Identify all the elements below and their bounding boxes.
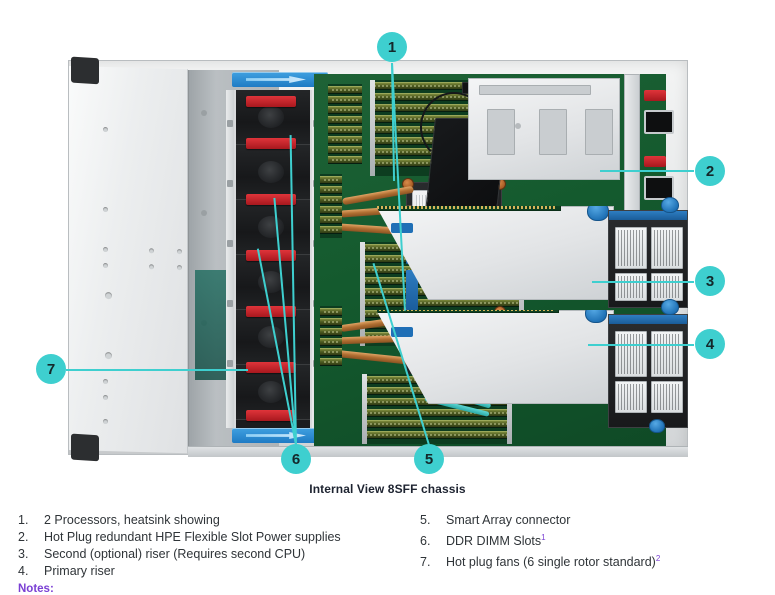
fan-latch[interactable]	[246, 194, 296, 205]
psu-thumbscrew[interactable]	[649, 419, 665, 433]
chassis-corner-block-bottom	[71, 433, 99, 462]
legend-item-number: 4.	[18, 564, 29, 578]
rear-cage-panel	[468, 78, 620, 180]
callout-marker-7[interactable]: 7	[36, 354, 66, 384]
legend-item-text: Hot Plug redundant HPE Flexible Slot Pow…	[44, 530, 341, 544]
psu-thumbscrew[interactable]	[661, 299, 679, 315]
heatpipe	[341, 185, 415, 206]
rear-io-port[interactable]	[644, 176, 674, 200]
callout-marker-5[interactable]: 5	[414, 444, 444, 474]
legend-item: 4. Primary riser	[18, 563, 418, 580]
callout-marker-1[interactable]: 1	[377, 32, 407, 62]
callout-marker-3[interactable]: 3	[695, 266, 725, 296]
fan-latch[interactable]	[246, 96, 296, 107]
callout-marker-6[interactable]: 6	[281, 444, 311, 474]
psu-release-handle[interactable]	[644, 90, 666, 101]
leader-line-4	[588, 344, 694, 346]
legend-item-number: 1.	[18, 513, 29, 527]
callout-marker-4[interactable]: 4	[695, 329, 725, 359]
legend-item-text: Smart Array connector	[446, 513, 571, 527]
dimm-bank	[320, 174, 342, 238]
power-supply-bay[interactable]	[608, 197, 688, 308]
notes-label: Notes:	[18, 583, 54, 595]
legend-item: 1. 2 Processors, heatsink showing	[18, 512, 418, 529]
leader-line-3	[592, 281, 694, 283]
rear-io-port[interactable]	[644, 110, 674, 134]
figure-caption: Internal View 8SFF chassis	[309, 482, 466, 496]
leader-line-7	[66, 369, 248, 371]
legend-item-number: 2.	[18, 530, 29, 544]
legend-item-text: Primary riser	[44, 564, 115, 578]
handle-arrow-icon	[246, 432, 306, 439]
fan-module[interactable]	[236, 255, 310, 310]
riser-thumbscrew[interactable]	[585, 310, 607, 323]
fan-latch[interactable]	[246, 362, 296, 373]
power-supply-bay[interactable]	[608, 299, 688, 433]
handle-arrow-icon	[246, 76, 306, 83]
legend-footnote-marker: 1	[541, 533, 546, 542]
psu-thumbscrew[interactable]	[661, 197, 679, 213]
chassis-corner-block-top	[71, 56, 99, 85]
riser-tab-label	[391, 223, 413, 233]
legend-item: 3. Second (optional) riser (Requires seco…	[18, 546, 418, 563]
fan-latch[interactable]	[246, 250, 296, 261]
fan-latch[interactable]	[246, 138, 296, 149]
psu-release-handle[interactable]	[644, 156, 666, 167]
legend-column-right: 5. Smart Array connector 6. DDR DIMM Slots1…	[420, 512, 760, 571]
legend-item: 7. Hot plug fans (6 single rotor standard…	[420, 550, 760, 571]
legend-item-number: 5.	[420, 513, 431, 527]
server-internal-photo	[68, 56, 688, 462]
legend-item-number: 7.	[420, 555, 431, 570]
legend-column-left: 1. 2 Processors, heatsink showing 2. Hot Pl…	[18, 512, 418, 580]
legend-item-number: 6.	[420, 534, 431, 549]
chassis-handle-top[interactable]	[232, 72, 328, 87]
riser-tab-label	[391, 327, 413, 337]
fan-module[interactable]	[236, 310, 310, 365]
legend-item: 6. DDR DIMM Slots1	[420, 529, 760, 550]
legend-item-text: Second (optional) riser (Requires second…	[44, 547, 306, 561]
chassis-lid	[69, 56, 188, 462]
figure-legend: 1. 2 Processors, heatsink showing 2. Hot Pl…	[0, 512, 775, 592]
dimm-bank	[328, 84, 362, 164]
legend-item: 2. Hot Plug redundant HPE Flexible Slot P…	[18, 529, 418, 546]
fan-module[interactable]	[236, 145, 310, 200]
fan-module[interactable]	[236, 200, 310, 255]
legend-footnote-marker: 2	[655, 554, 661, 564]
callout-marker-2[interactable]: 2	[695, 156, 725, 186]
legend-item: 5. Smart Array connector	[420, 512, 760, 529]
fan-rail-left	[226, 90, 234, 428]
dimm-bank	[320, 306, 342, 366]
leader-line-2	[600, 170, 694, 172]
server-figure: 1 2 3 4 5 6 7	[36, 32, 725, 474]
hot-plug-fan-bank	[226, 90, 320, 428]
pcie-slot[interactable]	[406, 270, 418, 310]
legend-item-text: Hot plug fans (6 single rotor standard)2	[446, 554, 661, 570]
fan-latch[interactable]	[246, 410, 296, 421]
chassis-handle-bottom[interactable]	[232, 428, 328, 443]
legend-item-text: DDR DIMM Slots1	[446, 533, 546, 549]
legend-item-number: 3.	[18, 547, 29, 561]
legend-item-text: 2 Processors, heatsink showing	[44, 513, 220, 527]
